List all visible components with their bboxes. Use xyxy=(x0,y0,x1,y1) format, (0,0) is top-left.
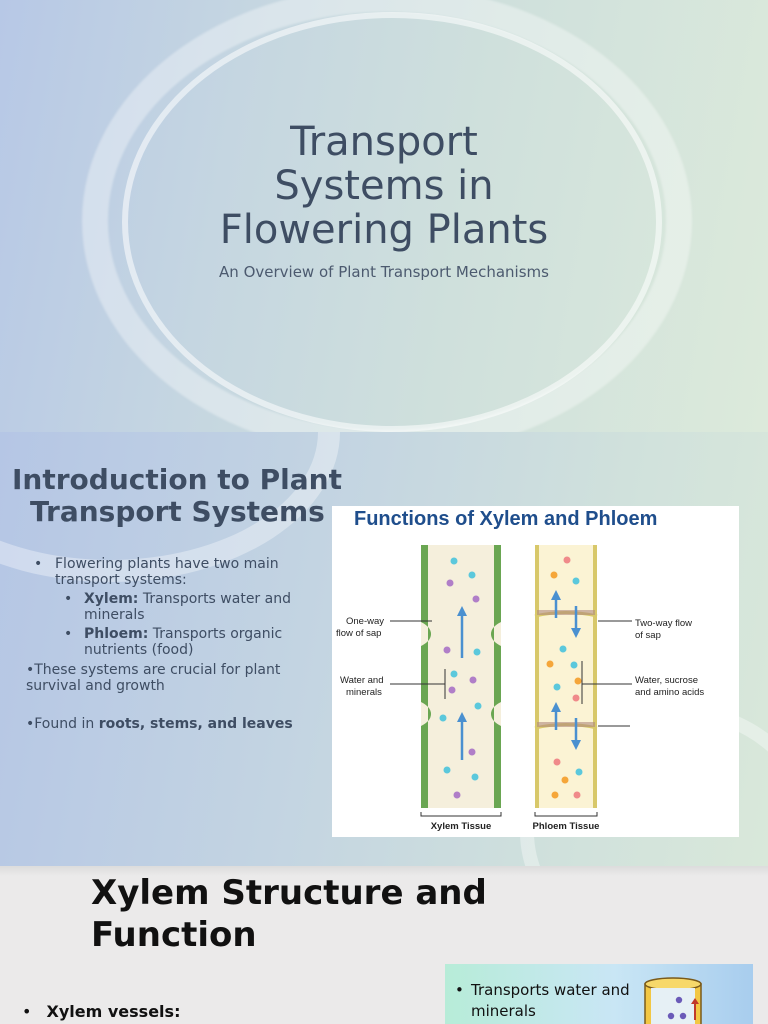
bullet-found-prefix: •Found in xyxy=(26,716,99,732)
label-oneway-1: One-way xyxy=(346,616,384,627)
bullet-found: •Found in roots, stems, and leaves xyxy=(26,716,326,732)
bullet-dot: • xyxy=(64,626,73,642)
slide1-subtitle: An Overview of Plant Transport Mechanism… xyxy=(219,263,549,281)
slide2-title: Introduction to Plant Transport Systems xyxy=(12,464,342,528)
xylem-vessels-label: Xylem vessels: xyxy=(46,1002,181,1021)
bullet-main: • Flowering plants have two main transpo… xyxy=(34,556,324,588)
bullet-phloem-text: Transports organic nutrients (food) xyxy=(84,626,283,658)
bullet-phloem: • Phloem: Transports organic nutrients (… xyxy=(64,626,324,658)
label-water-1: Water and xyxy=(340,675,383,686)
card-text-line: Transports water and xyxy=(471,981,630,999)
xylem-phloem-diagram: Functions of Xylem and Phloem xyxy=(336,508,704,832)
slide1-title-line: Transport xyxy=(290,119,478,165)
bullet-crucial: •These systems are crucial for plant sur… xyxy=(26,662,281,694)
caption-xylem: Xylem Tissue xyxy=(431,821,492,832)
caption-brackets xyxy=(420,812,598,817)
slide3-title-line: Xylem Structure and xyxy=(91,873,487,913)
bullet-dot: • xyxy=(455,981,464,999)
card-bullet: • Transports water and minerals xyxy=(455,980,630,1022)
figure-title: Functions of Xylem and Phloem xyxy=(354,508,657,530)
label-twoway-2: of sap xyxy=(635,630,661,641)
xylem-vessels-bullet: • Xylem vessels: xyxy=(22,1002,180,1021)
bullet-phloem-label: Phloem: xyxy=(84,626,149,642)
label-sucrose-1: Water, sucrose xyxy=(635,675,698,686)
phloem-tube xyxy=(534,545,598,808)
torn-paper-edge xyxy=(0,866,768,876)
label-oneway-2: flow of sap xyxy=(336,628,381,639)
xylem-tube xyxy=(421,545,501,808)
title-slide: Transport Systems in Flowering Plants An… xyxy=(0,0,768,432)
xylem-info-card: • Transports water and minerals xyxy=(445,964,753,1024)
bullet-main-text: Flowering plants have two main transport… xyxy=(55,556,279,588)
slide1-title: Transport Systems in Flowering Plants xyxy=(0,120,768,252)
xylem-vessel-icon xyxy=(644,977,702,1024)
xylem-slide: Xylem Structure and Function • Xylem ves… xyxy=(0,866,768,1024)
label-twoway-1: Two-way flow xyxy=(635,618,692,629)
slide1-title-line: Systems in xyxy=(274,163,494,209)
slide3-title: Xylem Structure and Function xyxy=(91,872,487,956)
bullet-xylem-label: Xylem: xyxy=(84,591,139,607)
bullet-dot: • xyxy=(64,591,73,607)
bullet-found-bold: roots, stems, and leaves xyxy=(98,716,293,732)
bullet-xylem-text: Transports water and minerals xyxy=(84,591,291,623)
slide2-title-line: Introduction to Plant xyxy=(12,463,342,496)
slide1-title-line: Flowering Plants xyxy=(219,207,549,253)
label-sucrose-2: and amino acids xyxy=(635,687,704,698)
decorative-ring-inner xyxy=(122,12,662,432)
flow-arrows xyxy=(457,590,581,760)
bullet-xylem: • Xylem: Transports water and minerals xyxy=(64,591,324,623)
xylem-phloem-figure: Functions of Xylem and Phloem xyxy=(332,506,739,837)
card-text-line: minerals xyxy=(471,1002,536,1020)
leader-lines xyxy=(390,620,632,727)
slide3-title-line: Function xyxy=(91,915,257,955)
label-water-2: minerals xyxy=(346,687,382,698)
intro-slide: Introduction to Plant Transport Systems … xyxy=(0,432,768,866)
bullet-dot: • xyxy=(34,556,43,572)
slide2-title-line: Transport Systems xyxy=(30,495,325,528)
xylem-particles xyxy=(439,557,482,799)
caption-phloem: Phloem Tissue xyxy=(533,821,600,832)
bullet-dot: • xyxy=(22,1002,32,1021)
phloem-particles xyxy=(546,556,583,799)
